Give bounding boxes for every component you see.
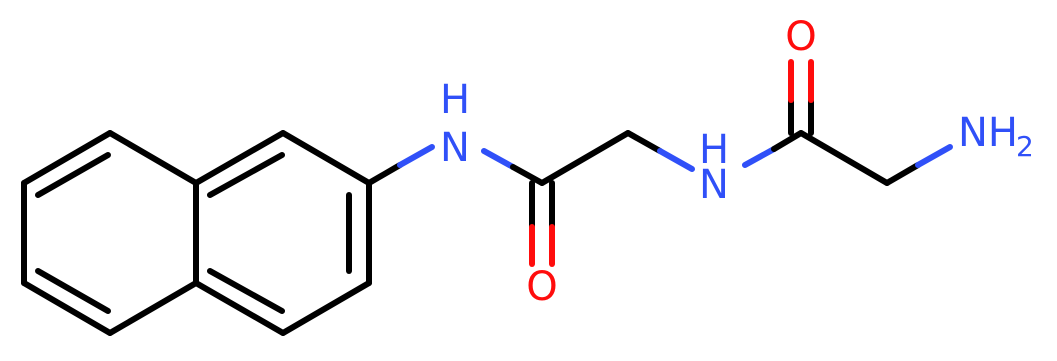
bond: [35, 268, 111, 314]
amine-subscript: 2: [1016, 130, 1034, 163]
nh-hydrogen-label: H: [440, 77, 470, 123]
bond: [510, 164, 545, 186]
bond: [280, 130, 372, 186]
bond: [193, 130, 286, 186]
bond: [771, 130, 804, 152]
bond: [397, 144, 435, 168]
atom-labels: H N O H N O NH 2: [440, 14, 1034, 310]
amide-nitrogen-label: H: [699, 127, 729, 173]
bond: [625, 130, 663, 154]
bond: [35, 152, 111, 198]
carbonyl-oxygen-label: O: [526, 264, 557, 310]
bond: [915, 144, 953, 168]
peptide-chain: [366, 59, 953, 267]
bond: [21, 280, 113, 336]
bond: [207, 152, 285, 198]
bond: [539, 130, 631, 186]
naphthalene-ring: [21, 130, 372, 336]
bond: [107, 280, 199, 336]
bond: [193, 280, 286, 336]
bond: [366, 162, 403, 186]
bond: [481, 148, 516, 170]
bond: [657, 148, 695, 172]
bond: [280, 280, 372, 336]
amide-nitrogen-label: N: [440, 125, 470, 171]
amine-label: NH: [958, 110, 1018, 156]
amide-nitrogen-label: N: [699, 162, 729, 208]
bond: [742, 146, 777, 168]
carbonyl-oxygen-label: O: [785, 14, 816, 60]
bond: [798, 130, 890, 186]
bond: [207, 268, 285, 314]
bond: [21, 130, 113, 186]
bond: [107, 130, 199, 186]
bond: [884, 162, 921, 186]
